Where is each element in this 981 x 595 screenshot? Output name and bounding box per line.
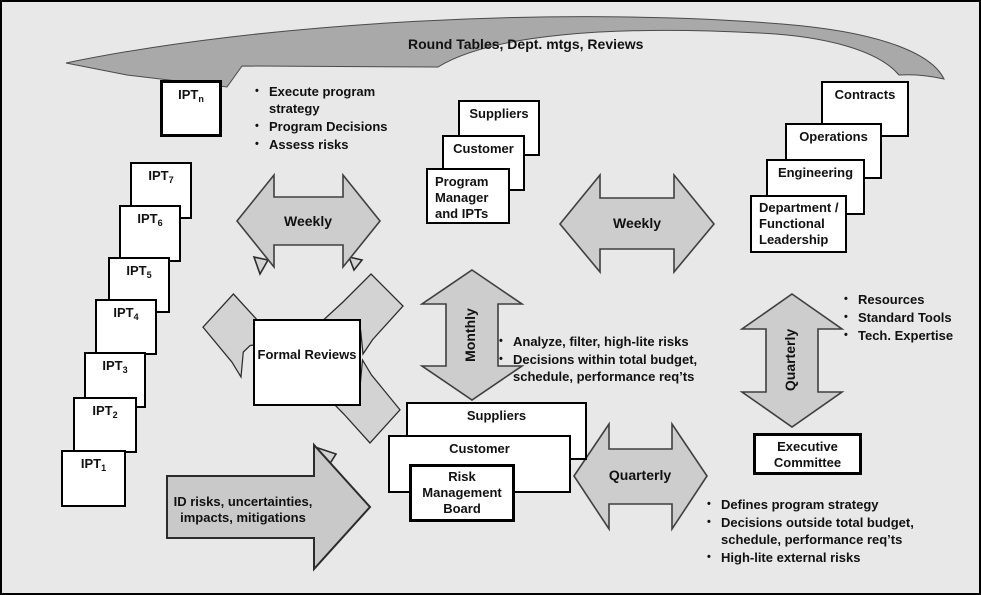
- ipt-n-label: IPT: [178, 87, 199, 102]
- burst-tail-top-right: [347, 255, 364, 272]
- weekly-left-arrow: [235, 172, 382, 270]
- box-ipt-6: IPT6: [119, 205, 181, 262]
- bullet: Program Decisions: [254, 118, 396, 135]
- box-executive-committee: Executive Committee: [753, 433, 862, 475]
- box-ipt-2: IPT2: [73, 397, 137, 453]
- box-formal-reviews: Formal Reviews: [253, 319, 361, 406]
- quarterly-horizontal-label: Quarterly: [608, 467, 672, 483]
- round-tables-swoosh-arrow: [65, 16, 945, 88]
- bullet: Decisions within total budget, schedule,…: [498, 351, 710, 385]
- box-program-manager: Program Manager and IPTs: [426, 168, 510, 224]
- quarterly-horizontal-arrow: [573, 421, 708, 532]
- weekly-right-label: Weekly: [613, 215, 661, 231]
- id-risks-arrow-label: ID risks, uncertainties, impacts, mitiga…: [173, 494, 313, 525]
- bullet: Assess risks: [254, 136, 396, 153]
- ipt-n-bullets: Execute program strategy Program Decisio…: [254, 83, 396, 154]
- burst-tail-top-left: [252, 255, 270, 276]
- bullet: Resources: [843, 291, 973, 308]
- box-ipt-n: IPTn: [160, 80, 222, 137]
- box-ipt-1: IPT1: [61, 450, 126, 507]
- id-risks-arrow: [166, 442, 372, 572]
- banner-label: Round Tables, Dept. mtgs, Reviews: [408, 36, 644, 52]
- bullet: Defines program strategy: [706, 496, 938, 513]
- executive-notes: Defines program strategy Decisions outsi…: [706, 496, 938, 567]
- weekly-left-label: Weekly: [284, 213, 332, 229]
- bullet: Decisions outside total budget, schedule…: [706, 514, 938, 548]
- monthly-label: Monthly: [462, 308, 478, 362]
- box-department-leadership: Department / Functional Leadership: [750, 195, 847, 253]
- box-risk-management-board: Risk Management Board: [409, 464, 515, 522]
- box-ipt-4: IPT4: [95, 299, 157, 355]
- bullet: Execute program strategy: [254, 83, 396, 117]
- bullet: Analyze, filter, high-lite risks: [498, 333, 710, 350]
- quarterly-notes: Resources Standard Tools Tech. Expertise: [843, 291, 973, 345]
- quarterly-vertical-label: Quarterly: [782, 328, 798, 392]
- quarterly-vertical-arrow: [739, 293, 845, 428]
- monthly-arrow: [419, 269, 525, 401]
- monthly-notes: Analyze, filter, high-lite risks Decisio…: [498, 333, 710, 386]
- weekly-right-arrow: [558, 172, 716, 275]
- bullet: High-lite external risks: [706, 549, 938, 566]
- ipt-n-subscript: n: [198, 94, 204, 104]
- bullet: Standard Tools: [843, 309, 973, 326]
- bullet: Tech. Expertise: [843, 327, 973, 344]
